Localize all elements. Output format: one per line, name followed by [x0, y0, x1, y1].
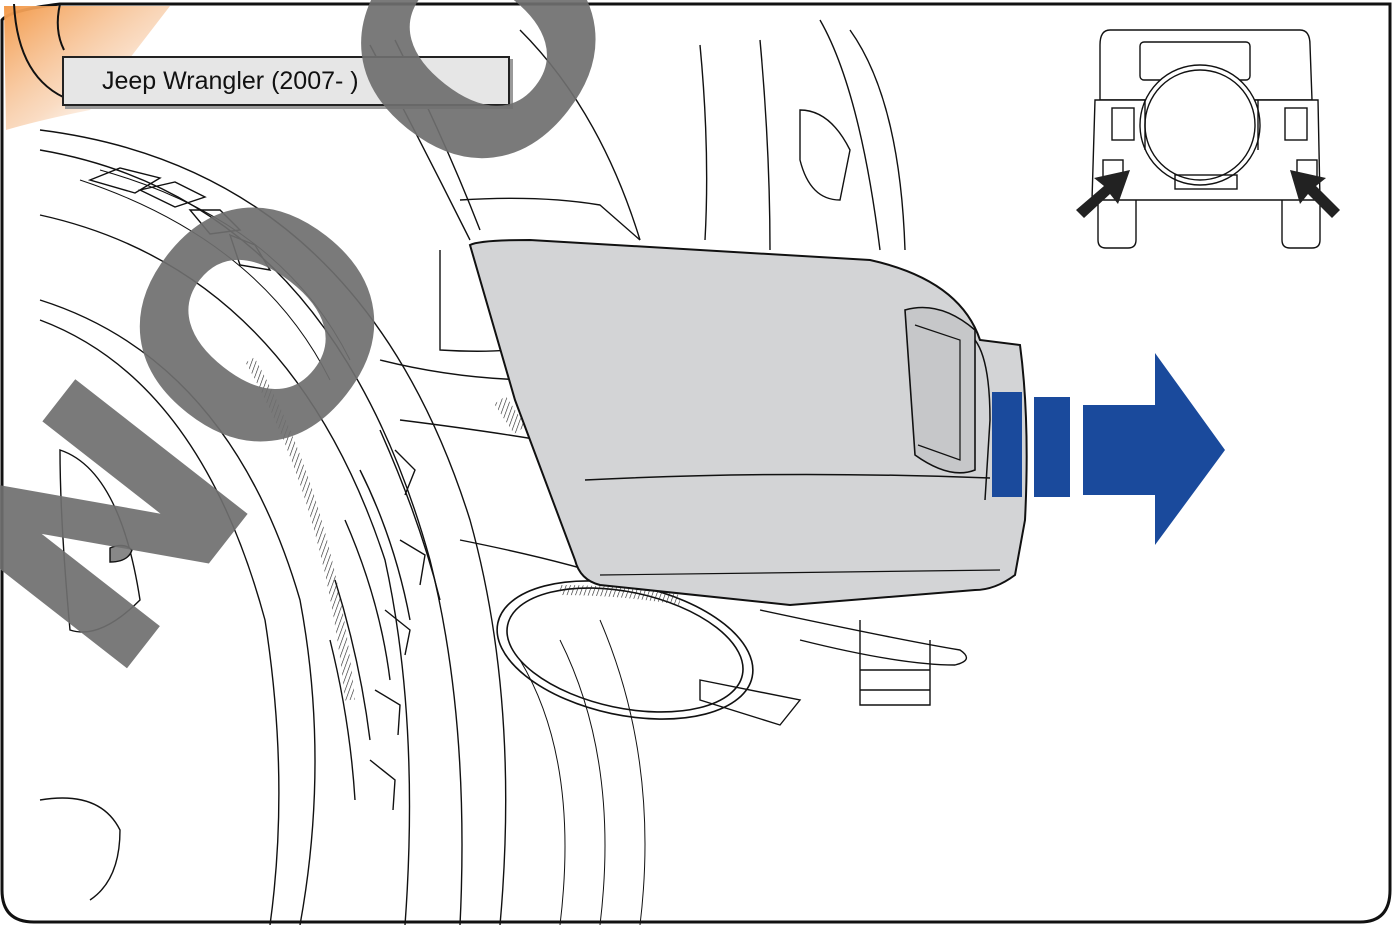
pointer-arrow-icon	[1076, 170, 1130, 218]
pointer-arrow-icon	[1290, 170, 1340, 218]
jeep-rear-view-icon	[1091, 29, 1321, 249]
spare-tire	[39, 129, 646, 925]
vehicle-title: Jeep Wrangler (2007- )	[62, 56, 510, 106]
hitch-cover	[468, 238, 1028, 607]
pull-direction-arrow-icon	[992, 353, 1225, 545]
round-plate	[496, 580, 754, 720]
